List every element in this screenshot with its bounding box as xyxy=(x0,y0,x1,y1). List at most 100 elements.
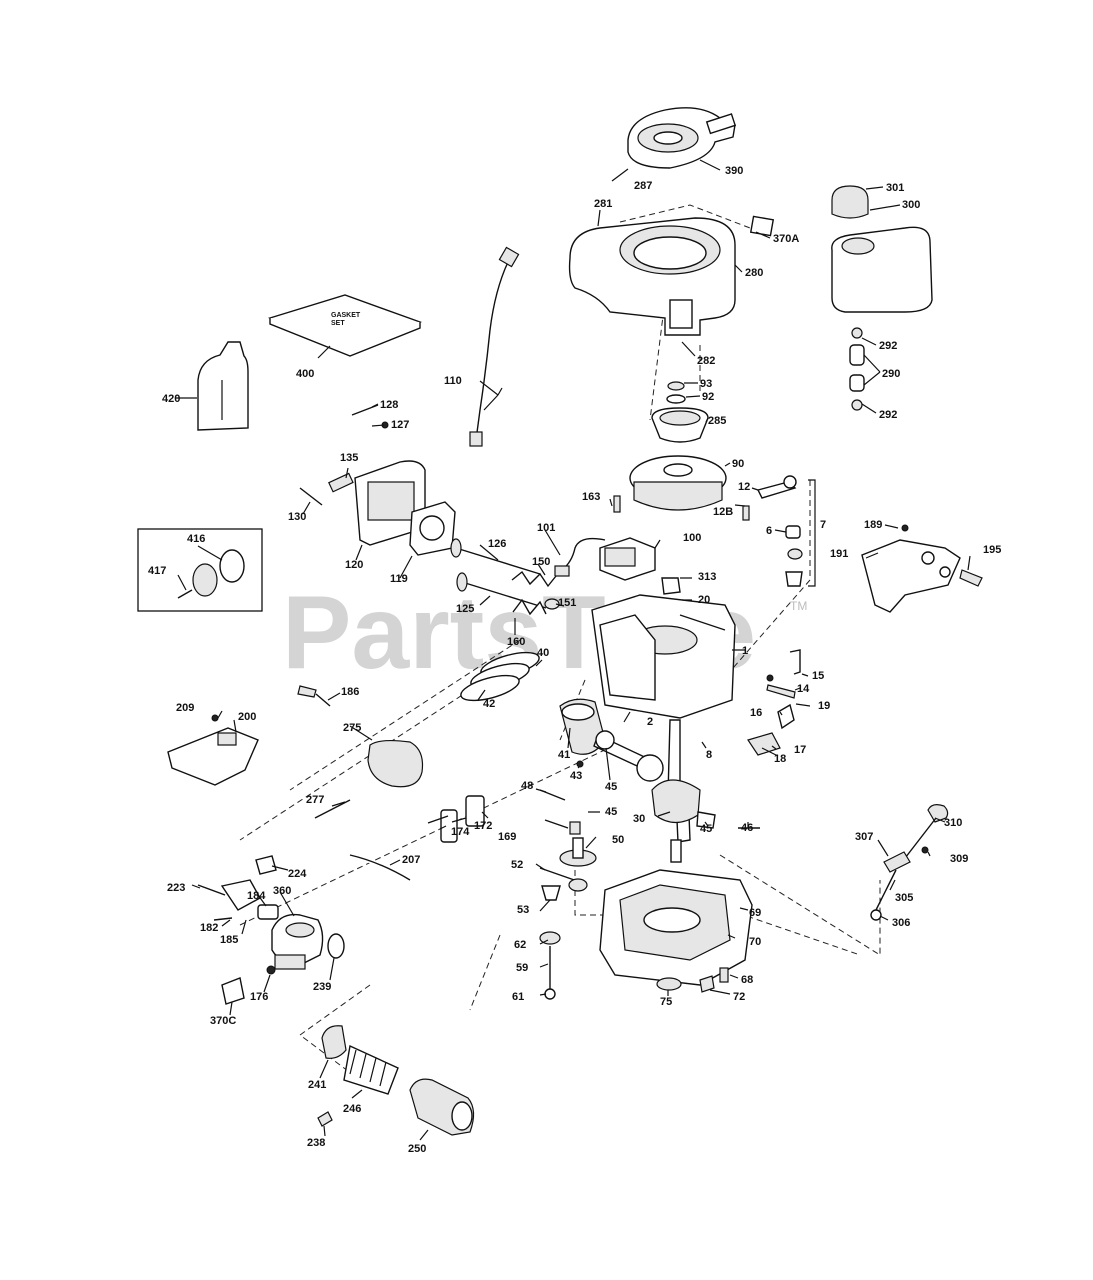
callout-7: 7 xyxy=(820,519,826,531)
part-420-oil-bottle xyxy=(197,341,249,431)
callout-400: 400 xyxy=(296,368,314,380)
callout-416: 416 xyxy=(187,533,205,545)
part-130-bolt xyxy=(299,487,323,506)
callout-52: 52 xyxy=(511,859,523,871)
callout-130: 130 xyxy=(288,511,306,523)
part-176-nut xyxy=(266,965,276,975)
callout-17: 17 xyxy=(794,744,806,756)
part-416-417-inset-box xyxy=(137,528,263,612)
callout-282: 282 xyxy=(697,355,715,367)
callout-1: 1 xyxy=(742,645,748,657)
callout-246: 246 xyxy=(343,1103,361,1115)
part-40-piston-rings xyxy=(460,651,540,702)
part-101-armature-lead xyxy=(554,537,606,577)
callout-2: 2 xyxy=(647,716,653,728)
part-370a-decal xyxy=(749,215,775,237)
callout-370c: 370C xyxy=(210,1015,236,1027)
callout-15-right: 15 xyxy=(812,670,824,682)
callout-209: 209 xyxy=(176,702,194,714)
callout-223: 223 xyxy=(167,882,185,894)
part-390-blower-housing-top xyxy=(627,107,737,169)
callout-250: 250 xyxy=(408,1143,426,1155)
callout-46: 46 xyxy=(741,822,753,834)
callout-14: 14 xyxy=(797,683,810,695)
callout-195: 195 xyxy=(983,544,1001,556)
part-6-7-governor-assembly xyxy=(785,479,816,587)
part-310-dipstick xyxy=(901,804,949,863)
callout-12: 12 xyxy=(738,481,750,493)
part-300-fuel-tank xyxy=(831,226,933,313)
part-75-seal xyxy=(656,977,682,991)
part-14-16-19-levers xyxy=(766,674,796,730)
part-307-309-dipstick-tube-top xyxy=(883,846,929,873)
callout-59: 59 xyxy=(516,962,528,974)
callout-420: 420 xyxy=(162,393,180,405)
callout-238: 238 xyxy=(307,1137,325,1149)
callout-277: 277 xyxy=(306,794,324,806)
part-191-control-bracket xyxy=(861,539,983,613)
callout-185: 185 xyxy=(220,934,238,946)
callout-92: 92 xyxy=(702,391,714,403)
part-119-head-gasket xyxy=(409,501,456,556)
watermark-trademark: TM xyxy=(790,599,807,613)
leader-lines xyxy=(176,159,971,1141)
part-184-gasket xyxy=(257,904,279,920)
part-45-connecting-rod xyxy=(593,730,664,782)
callout-174: 174 xyxy=(451,826,470,838)
callout-19: 19 xyxy=(818,700,830,712)
part-53-gear xyxy=(541,885,561,901)
callout-45-cap: 45 xyxy=(700,823,712,835)
part-250-filter-cover xyxy=(409,1078,475,1136)
part-280-blower-housing xyxy=(568,217,736,336)
callout-42: 42 xyxy=(483,698,495,710)
part-163-screw xyxy=(613,495,621,513)
callout-239: 239 xyxy=(313,981,331,993)
part-301-fuel-cap xyxy=(831,185,869,219)
callout-119: 119 xyxy=(390,573,408,585)
callout-8: 8 xyxy=(706,749,712,761)
part-15-pin xyxy=(789,649,801,675)
callout-160: 160 xyxy=(507,636,525,648)
callout-189: 189 xyxy=(864,519,882,531)
callout-360: 360 xyxy=(273,885,291,897)
callout-207: 207 xyxy=(402,854,420,866)
part-17-18-bracket xyxy=(747,732,781,756)
callout-45-lifter: 45 xyxy=(605,806,617,818)
part-151-spring-retainer xyxy=(544,598,560,610)
part-360-carburetor xyxy=(271,913,324,970)
callout-306: 306 xyxy=(892,917,910,929)
callout-313: 313 xyxy=(698,571,716,583)
part-45-rod-cap xyxy=(696,811,716,829)
callout-110: 110 xyxy=(444,375,462,387)
callout-50: 50 xyxy=(612,834,624,846)
callout-101: 101 xyxy=(537,522,555,534)
callout-45-rod: 45 xyxy=(605,781,617,793)
callout-18: 18 xyxy=(774,753,786,765)
callout-43: 43 xyxy=(570,770,582,782)
callout-184: 184 xyxy=(247,890,266,902)
part-275-muffler xyxy=(367,739,424,788)
part-100-armature xyxy=(599,537,656,581)
part-174-bolt xyxy=(427,815,449,824)
part-69-70-oil-sump xyxy=(599,869,753,986)
part-135-spark-plug xyxy=(328,472,354,493)
part-223-bolt xyxy=(197,884,226,896)
callout-292-top: 292 xyxy=(879,340,897,352)
callout-151: 151 xyxy=(558,597,576,609)
part-45-48-cam-lifter xyxy=(569,821,581,835)
callout-292-bottom: 292 xyxy=(879,409,897,421)
callout-72: 72 xyxy=(733,991,745,1003)
assembly-dashed-lines xyxy=(239,204,881,1081)
part-189-screw xyxy=(901,524,909,532)
callout-370a: 370A xyxy=(773,233,799,245)
callout-275: 275 xyxy=(343,722,361,734)
part-186-clip xyxy=(297,685,331,707)
callout-93: 93 xyxy=(700,378,712,390)
callout-62: 62 xyxy=(514,939,526,951)
callout-241: 241 xyxy=(308,1079,326,1091)
callout-120: 120 xyxy=(345,559,363,571)
callout-126: 126 xyxy=(488,538,506,550)
callout-128: 128 xyxy=(380,399,398,411)
